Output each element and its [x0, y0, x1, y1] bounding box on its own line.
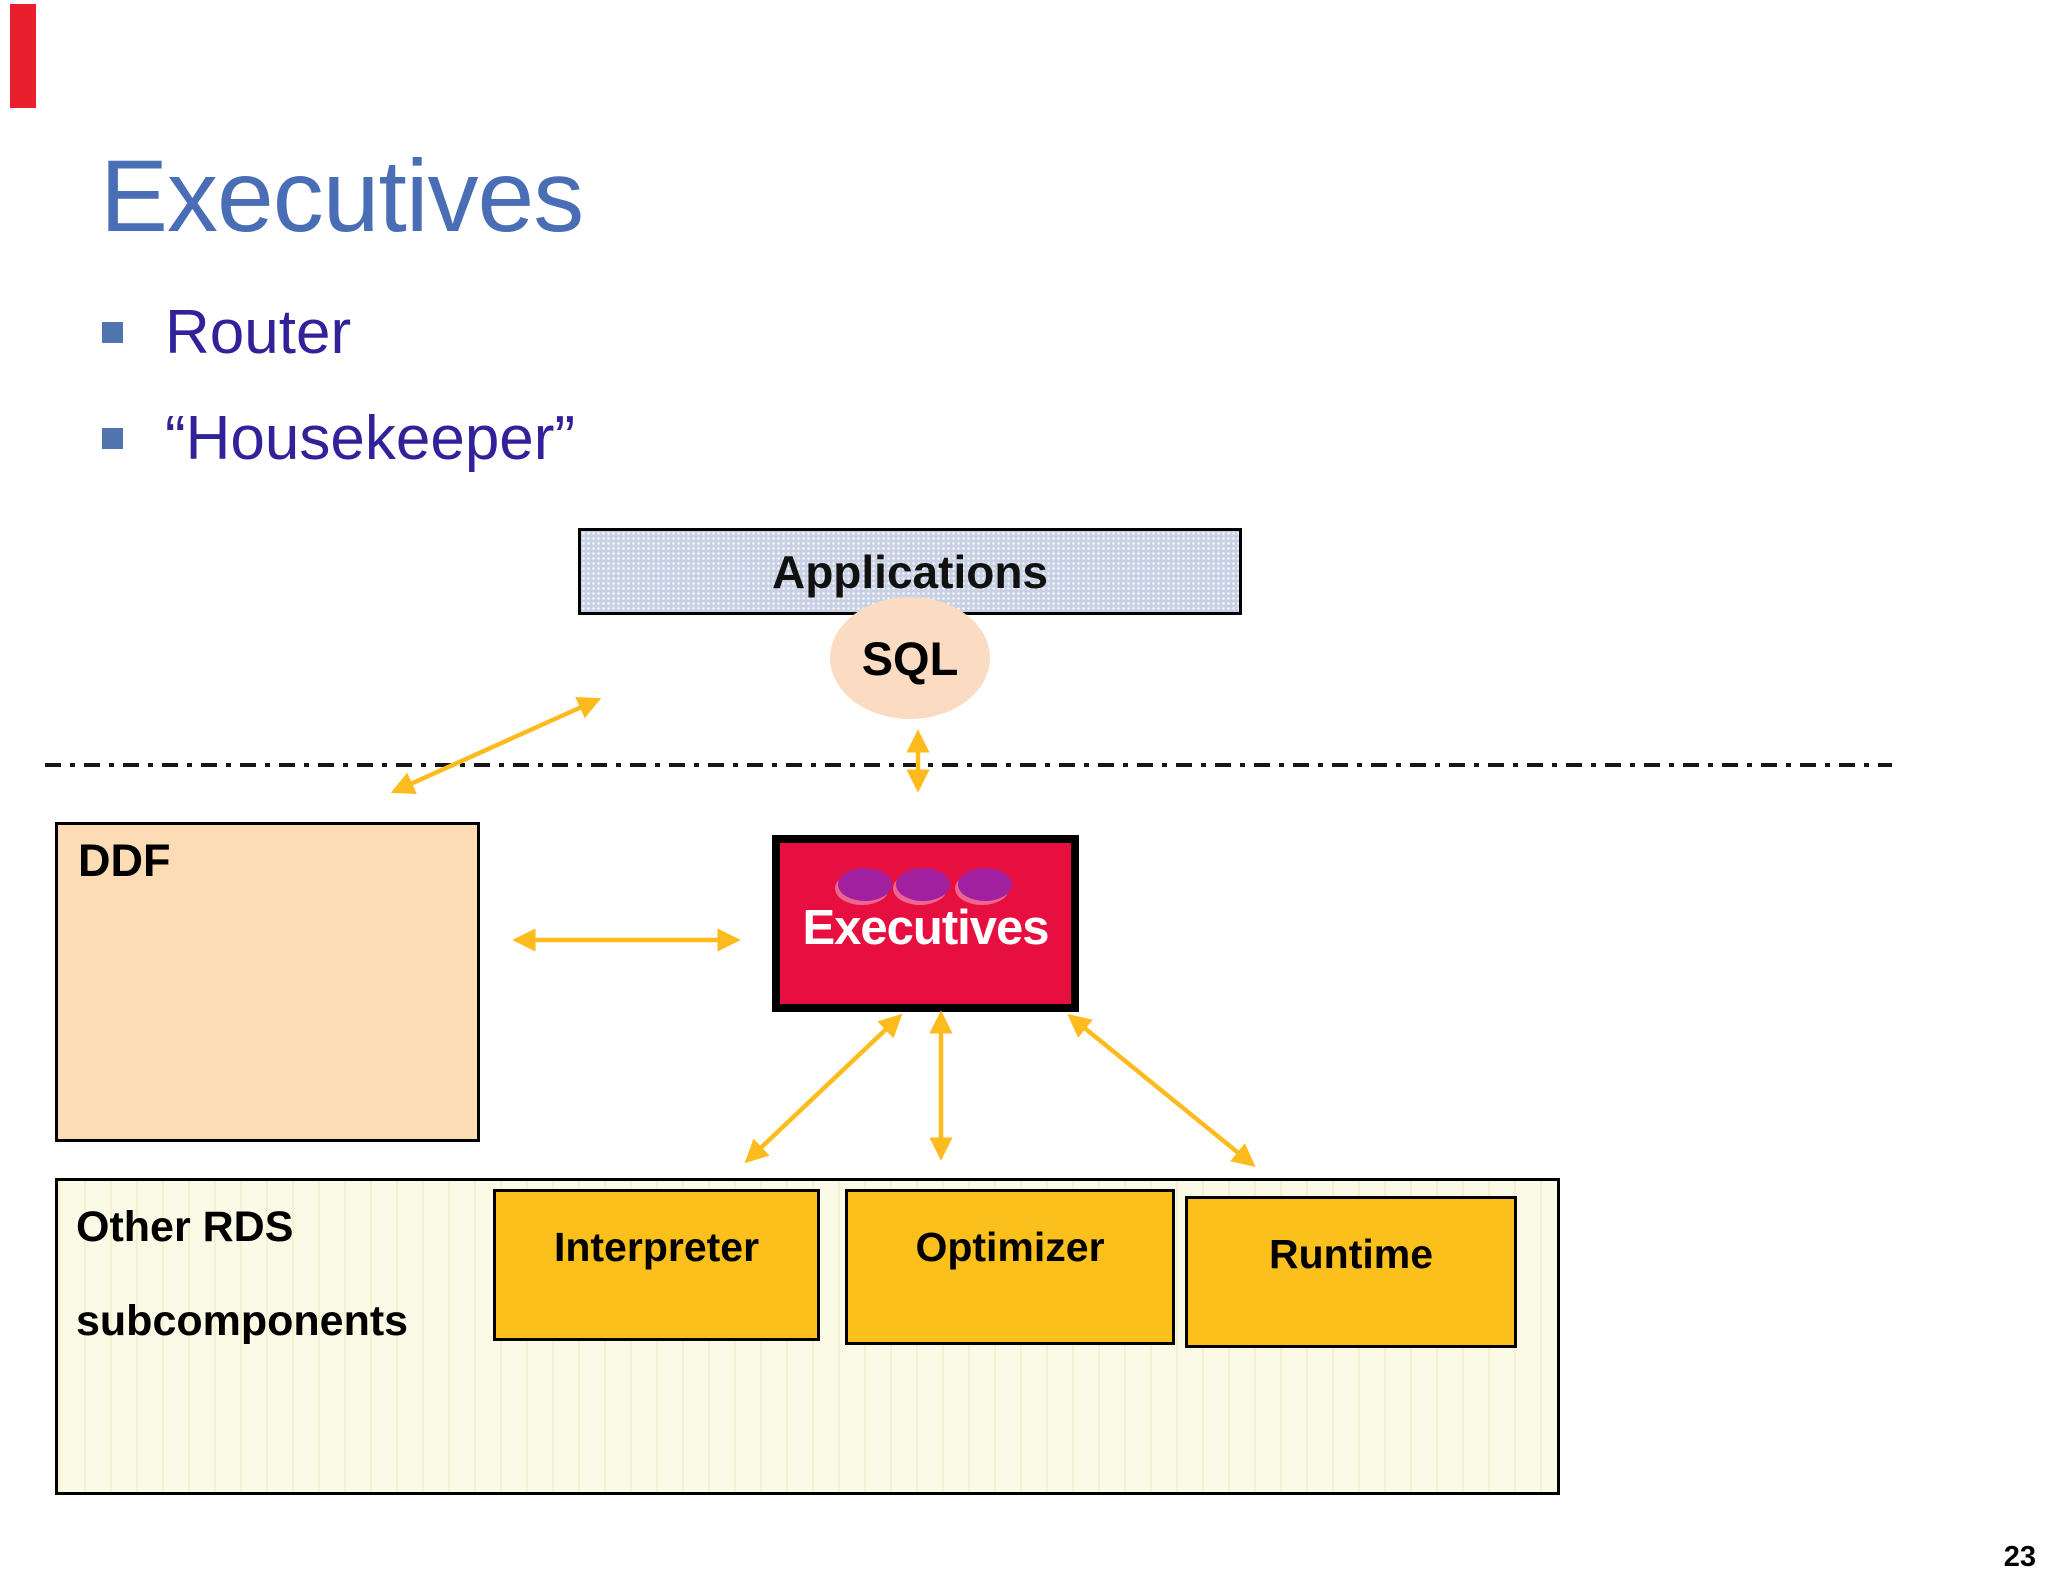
- sql-label: SQL: [861, 631, 959, 685]
- page-number: 23: [2003, 1541, 2036, 1573]
- executives-box: Executives: [772, 835, 1079, 1012]
- sql-ellipse: SQL: [830, 597, 990, 719]
- applications-box: Applications: [578, 528, 1242, 615]
- other-rds-label-line1: Other RDS: [76, 1203, 294, 1251]
- other-rds-container: Other RDS subcomponents Interpreter Opti…: [55, 1178, 1560, 1495]
- slide-title: Executives: [100, 139, 584, 253]
- bullet-square-icon: [102, 428, 123, 450]
- layer-divider-dash-dot-line: [45, 763, 1892, 767]
- bullet-item-housekeeper: “Housekeeper”: [102, 406, 575, 471]
- other-rds-label-line2: subcomponents: [76, 1297, 409, 1345]
- applications-label: Applications: [771, 545, 1049, 598]
- ddf-box: DDF: [55, 822, 480, 1142]
- arrow-executives-runtime: [1067, 1014, 1256, 1167]
- bullet-text: “Housekeeper”: [165, 404, 576, 473]
- optimizer-box: Optimizer: [845, 1189, 1175, 1345]
- arrow-executives-interpreter: [744, 1013, 903, 1164]
- accent-bar: [10, 4, 36, 108]
- runtime-box: Runtime: [1185, 1196, 1517, 1348]
- ellipse-icon: [838, 868, 892, 901]
- ellipse-icon: [958, 868, 1012, 901]
- arrow-ddf-applications: [390, 697, 602, 794]
- ddf-label: DDF: [78, 835, 171, 886]
- ellipse-icon: [896, 868, 950, 901]
- bullet-item-router: Router: [102, 300, 351, 365]
- bullet-square-icon: [102, 322, 123, 344]
- executives-label: Executives: [802, 901, 1049, 955]
- bullet-text: Router: [165, 298, 352, 367]
- interpreter-box: Interpreter: [493, 1189, 820, 1341]
